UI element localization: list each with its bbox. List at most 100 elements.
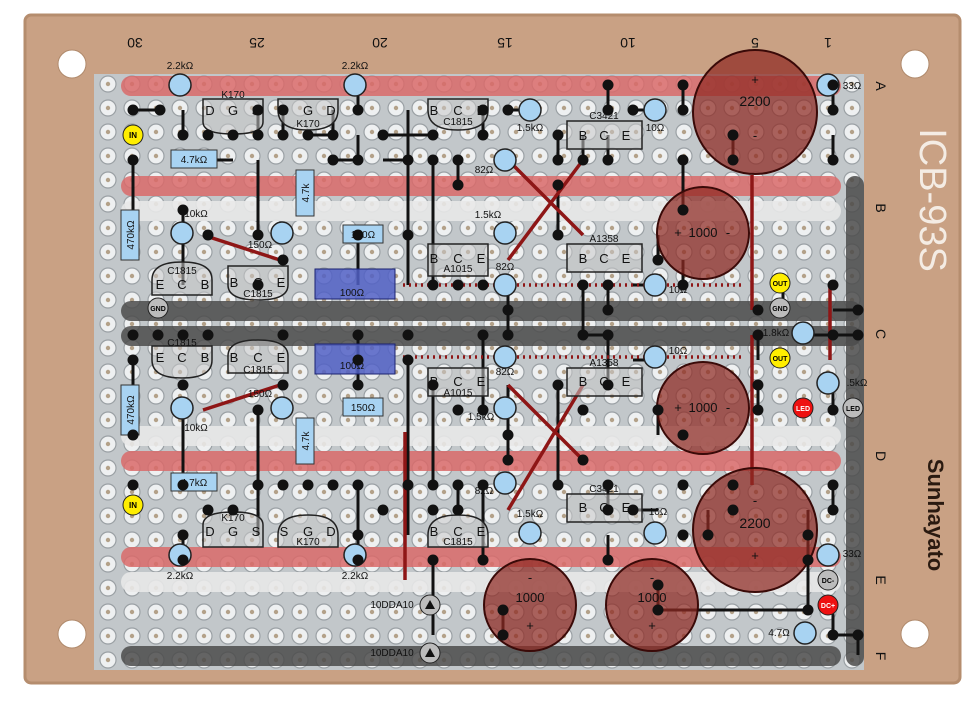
cap-plus: + bbox=[526, 618, 534, 633]
solder-point bbox=[852, 629, 864, 641]
solder-point bbox=[252, 129, 264, 141]
solder-point bbox=[277, 479, 289, 491]
cap-plus: + bbox=[751, 72, 759, 87]
diodes: 10DDA10 10DDA10 bbox=[370, 594, 441, 664]
solder-point bbox=[352, 479, 364, 491]
output-terminal-top bbox=[769, 272, 791, 294]
solder-point bbox=[727, 154, 739, 166]
col-number: 10 bbox=[620, 35, 636, 51]
transistor-a1358-bot: A1358 B C E bbox=[566, 358, 643, 397]
solder-point bbox=[502, 429, 514, 441]
solder-point bbox=[352, 379, 364, 391]
solder-point bbox=[177, 379, 189, 391]
svg-text:2.2kΩ: 2.2kΩ bbox=[167, 61, 194, 72]
col-number: 5 bbox=[751, 35, 759, 51]
solder-point bbox=[402, 154, 414, 166]
svg-text:B: B bbox=[430, 251, 439, 266]
svg-text:C1815: C1815 bbox=[167, 266, 197, 277]
cap-1000-bl bbox=[483, 558, 577, 652]
svg-text:K170: K170 bbox=[296, 119, 320, 130]
row-letter: A bbox=[873, 81, 889, 91]
solder-point bbox=[602, 504, 614, 516]
solder-point bbox=[552, 479, 564, 491]
svg-text:K170: K170 bbox=[221, 513, 245, 524]
svg-text:IN: IN bbox=[129, 131, 137, 140]
board-markings: 30 25 20 15 10 5 1 A B C D E F ICB-93S S… bbox=[127, 35, 953, 660]
svg-text:B: B bbox=[579, 500, 588, 515]
pot-top bbox=[314, 268, 396, 300]
solder-point bbox=[602, 79, 614, 91]
svg-text:C1815: C1815 bbox=[243, 289, 273, 300]
solder-point bbox=[252, 229, 264, 241]
solder-point bbox=[452, 179, 464, 191]
cap-value: 1000 bbox=[689, 225, 718, 240]
solder-point bbox=[502, 304, 514, 316]
solder-point bbox=[177, 529, 189, 541]
solder-point bbox=[427, 504, 439, 516]
solder-point bbox=[602, 379, 614, 391]
led-terminal-red bbox=[792, 397, 814, 419]
svg-text:4.7Ω: 4.7Ω bbox=[768, 628, 790, 639]
board-brand: Sunhayato bbox=[923, 459, 948, 571]
svg-text:C: C bbox=[253, 350, 262, 365]
solder-point bbox=[827, 104, 839, 116]
svg-text:150Ω: 150Ω bbox=[248, 389, 273, 400]
solder-point bbox=[277, 129, 289, 141]
svg-text:10kΩ: 10kΩ bbox=[184, 423, 208, 434]
svg-text:LED: LED bbox=[796, 406, 810, 413]
led-terminal-grey bbox=[842, 397, 864, 419]
svg-text:C3421: C3421 bbox=[589, 111, 619, 122]
solder-point bbox=[477, 279, 489, 291]
row-letter: F bbox=[873, 652, 889, 661]
rail-a2 bbox=[121, 176, 841, 196]
svg-text:E: E bbox=[622, 500, 631, 515]
svg-text:100Ω: 100Ω bbox=[340, 288, 365, 299]
col-number: 15 bbox=[497, 35, 513, 51]
solder-point bbox=[352, 229, 364, 241]
solder-point bbox=[577, 454, 589, 466]
solder-point bbox=[452, 504, 464, 516]
solder-point bbox=[827, 504, 839, 516]
cap-value: 1000 bbox=[689, 400, 718, 415]
svg-text:4.7kΩ: 4.7kΩ bbox=[181, 155, 208, 166]
solder-point bbox=[277, 254, 289, 266]
svg-text:OUT: OUT bbox=[773, 356, 789, 363]
solder-point bbox=[677, 529, 689, 541]
solder-point bbox=[202, 229, 214, 241]
solder-point bbox=[627, 104, 639, 116]
svg-text:B: B bbox=[579, 128, 588, 143]
svg-text:G: G bbox=[228, 524, 238, 539]
solder-point bbox=[727, 504, 739, 516]
svg-text:470kΩ: 470kΩ bbox=[126, 220, 137, 250]
svg-text:G: G bbox=[303, 103, 313, 118]
gnd-terminal-right bbox=[769, 297, 791, 319]
svg-text:10DDA10: 10DDA10 bbox=[370, 648, 414, 659]
solder-point bbox=[677, 204, 689, 216]
cap-minus: - bbox=[753, 128, 757, 143]
svg-text:E: E bbox=[477, 524, 486, 539]
svg-text:82Ω: 82Ω bbox=[475, 165, 494, 176]
cap-value: 2200 bbox=[739, 515, 770, 531]
solder-point bbox=[577, 154, 589, 166]
solder-point bbox=[402, 354, 414, 366]
svg-text:E: E bbox=[622, 374, 631, 389]
svg-text:10Ω: 10Ω bbox=[669, 285, 688, 296]
solder-point bbox=[577, 279, 589, 291]
svg-text:B: B bbox=[579, 251, 588, 266]
solder-point bbox=[252, 404, 264, 416]
rail-g bbox=[121, 646, 841, 666]
cap-2200-bot bbox=[692, 467, 818, 593]
svg-text:B: B bbox=[579, 374, 588, 389]
row-letter: E bbox=[873, 575, 889, 584]
solder-point bbox=[577, 404, 589, 416]
transistor-k170-bot-right: K170 S G D bbox=[277, 514, 339, 548]
solder-point bbox=[427, 554, 439, 566]
terminals: IN IN GND OUT GND OUT LED LED DC- DC+ bbox=[122, 124, 864, 616]
svg-text:4.7kΩ: 4.7kΩ bbox=[181, 478, 208, 489]
svg-text:B: B bbox=[430, 103, 439, 118]
input-terminal-bot bbox=[122, 494, 144, 516]
svg-text:C1815: C1815 bbox=[443, 537, 473, 548]
solder-point bbox=[602, 154, 614, 166]
transistor-c1815-bot: C1815 B C E bbox=[427, 514, 489, 548]
svg-text:DC-: DC- bbox=[822, 578, 835, 585]
